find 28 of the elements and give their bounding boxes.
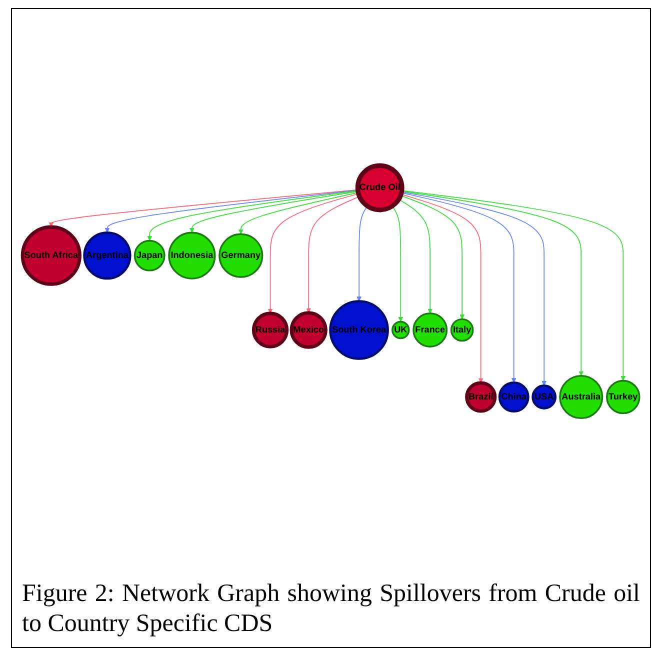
node-circle: Germany: [218, 233, 264, 278]
node-circle: Russia: [252, 312, 289, 348]
node-circle: Indonesia: [168, 232, 216, 280]
arrow: [392, 206, 404, 322]
node-circle: South Africa: [20, 225, 82, 286]
arrow: [400, 194, 484, 384]
arrow: [356, 206, 368, 302]
arrow: [401, 190, 626, 382]
arrow: [401, 190, 584, 376]
node-circle: Argentina: [83, 232, 132, 280]
arrow: [401, 192, 547, 386]
node-circle: Italy: [450, 318, 474, 342]
figure-caption: Figure 2: Network Graph showing Spillovers from Crude oil to Country Specific CDS: [21, 579, 641, 639]
node-circle: USA: [532, 384, 557, 410]
arrow: [401, 192, 516, 383]
node-circle: UK: [392, 321, 410, 340]
arrow: [104, 190, 358, 233]
node-circle: Mexico: [290, 311, 328, 349]
node-circle: France: [412, 312, 448, 348]
arrow: [147, 190, 358, 242]
arrow: [268, 193, 359, 314]
node-circle: Japan: [134, 240, 166, 272]
arrow: [238, 192, 359, 234]
node-circle: Turkey: [606, 380, 640, 414]
node-circle: South Korea: [329, 300, 389, 360]
node-circle: China: [498, 382, 530, 413]
node-circle: Australia: [559, 375, 604, 420]
node-circle: Brazil: [465, 381, 497, 413]
